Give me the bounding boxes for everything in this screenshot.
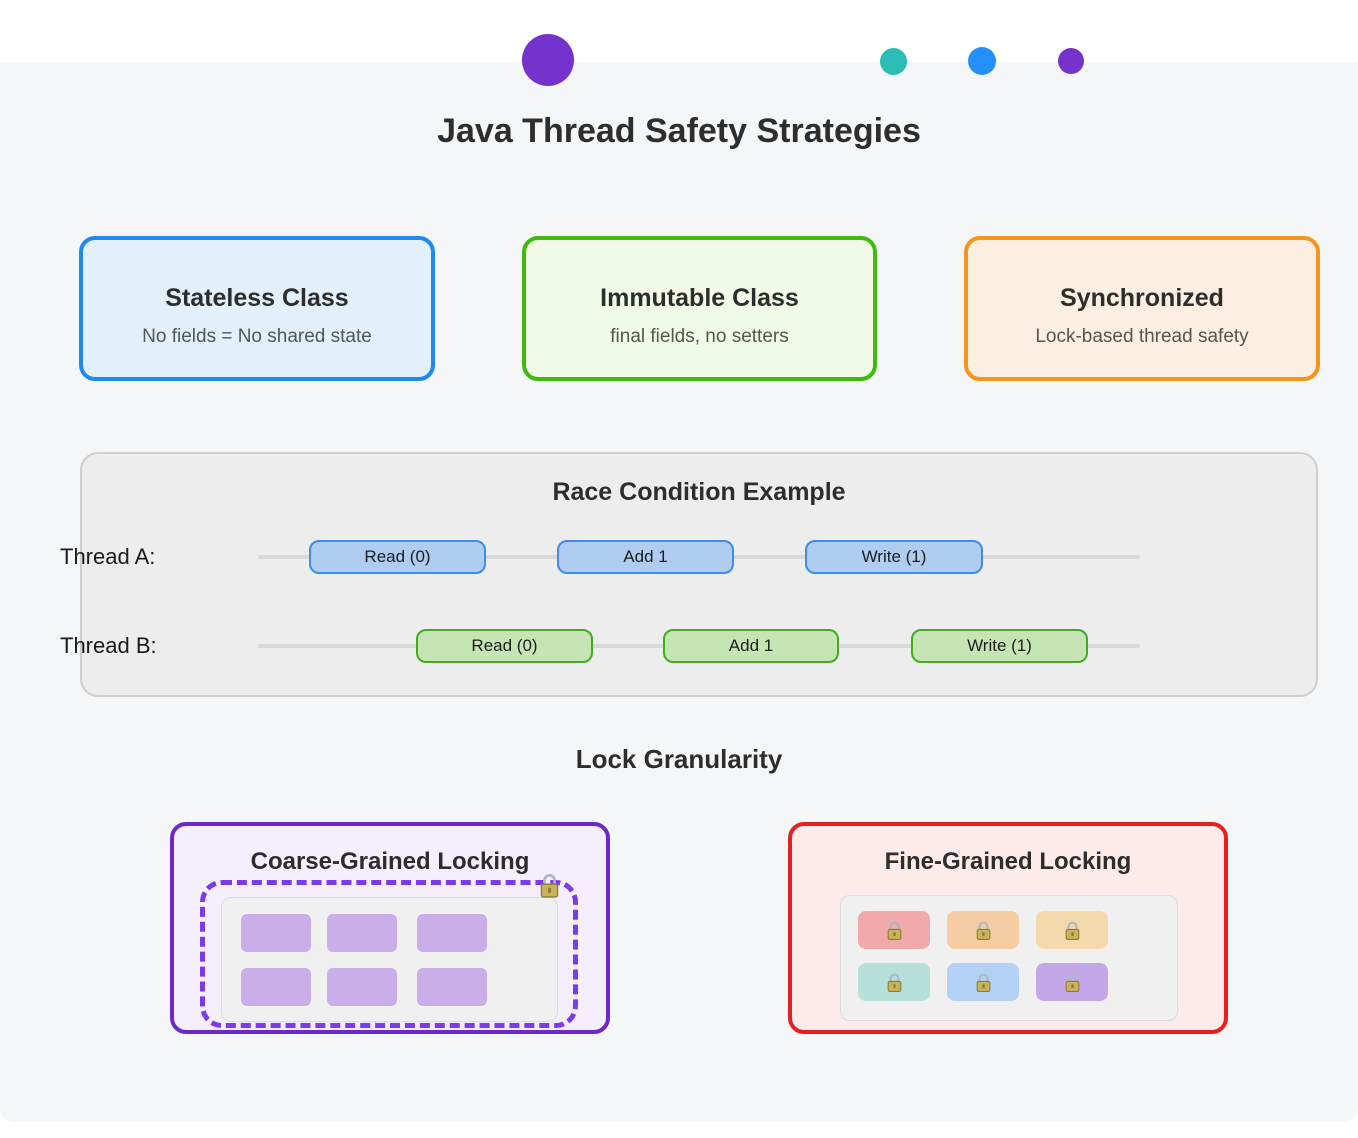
coarse-cell-6 xyxy=(417,968,487,1006)
coarse-lock-boundary xyxy=(200,880,578,1028)
thread-a-step-add: Add 1 xyxy=(557,540,734,574)
thread-b-step-write: Write (1) xyxy=(911,629,1088,663)
decor-dot-blue xyxy=(968,47,996,75)
thread-a-label: Thread A: xyxy=(60,544,156,569)
card-stateless-class: Stateless Class No fields = No shared st… xyxy=(79,236,435,381)
lock-icon xyxy=(973,920,994,941)
card-immutable-subtitle: final fields, no setters xyxy=(610,325,789,347)
coarse-cell-1 xyxy=(241,914,311,952)
card-synchronized: Synchronized Lock-based thread safety xyxy=(964,236,1320,381)
coarse-grained-title: Coarse-Grained Locking xyxy=(250,848,530,875)
coarse-cell-4 xyxy=(241,968,311,1006)
coarse-cell-2 xyxy=(327,914,397,952)
thread-b-step-read: Read (0) xyxy=(416,629,593,663)
decor-dot-large xyxy=(522,34,574,86)
card-stateless-title: Stateless Class xyxy=(165,283,349,312)
thread-a-step-write: Write (1) xyxy=(805,540,983,574)
thread-a-step-read: Read (0) xyxy=(309,540,486,574)
card-synchronized-subtitle: Lock-based thread safety xyxy=(1035,325,1249,347)
fine-cell-3 xyxy=(1036,911,1108,949)
lock-icon xyxy=(536,872,563,899)
lock-icon xyxy=(973,972,994,993)
lock-icon xyxy=(1062,920,1083,941)
coarse-cell-3 xyxy=(417,914,487,952)
lock-icon xyxy=(1062,972,1083,993)
fine-grained-title: Fine-Grained Locking xyxy=(884,848,1132,875)
card-synchronized-title: Synchronized xyxy=(1060,283,1224,312)
decor-dot-teal xyxy=(880,48,907,75)
thread-b-step-add: Add 1 xyxy=(663,629,839,663)
decor-dot-small xyxy=(1058,48,1084,74)
fine-cell-4 xyxy=(858,963,930,1001)
fine-cell-5 xyxy=(947,963,1019,1001)
lock-granularity-title: Lock Granularity xyxy=(575,744,783,774)
card-immutable-title: Immutable Class xyxy=(600,283,799,312)
coarse-cell-5 xyxy=(327,968,397,1006)
fine-cell-1 xyxy=(858,911,930,949)
fine-cell-6 xyxy=(1036,963,1108,1001)
card-stateless-subtitle: No fields = No shared state xyxy=(142,325,372,347)
fine-cell-2 xyxy=(947,911,1019,949)
page-title: Java Thread Safety Strategies xyxy=(437,112,921,150)
race-condition-title: Race Condition Example xyxy=(552,478,846,506)
card-immutable-class: Immutable Class final fields, no setters xyxy=(522,236,877,381)
lock-icon xyxy=(884,920,905,941)
thread-b-label: Thread B: xyxy=(60,633,157,658)
lock-icon xyxy=(884,972,905,993)
